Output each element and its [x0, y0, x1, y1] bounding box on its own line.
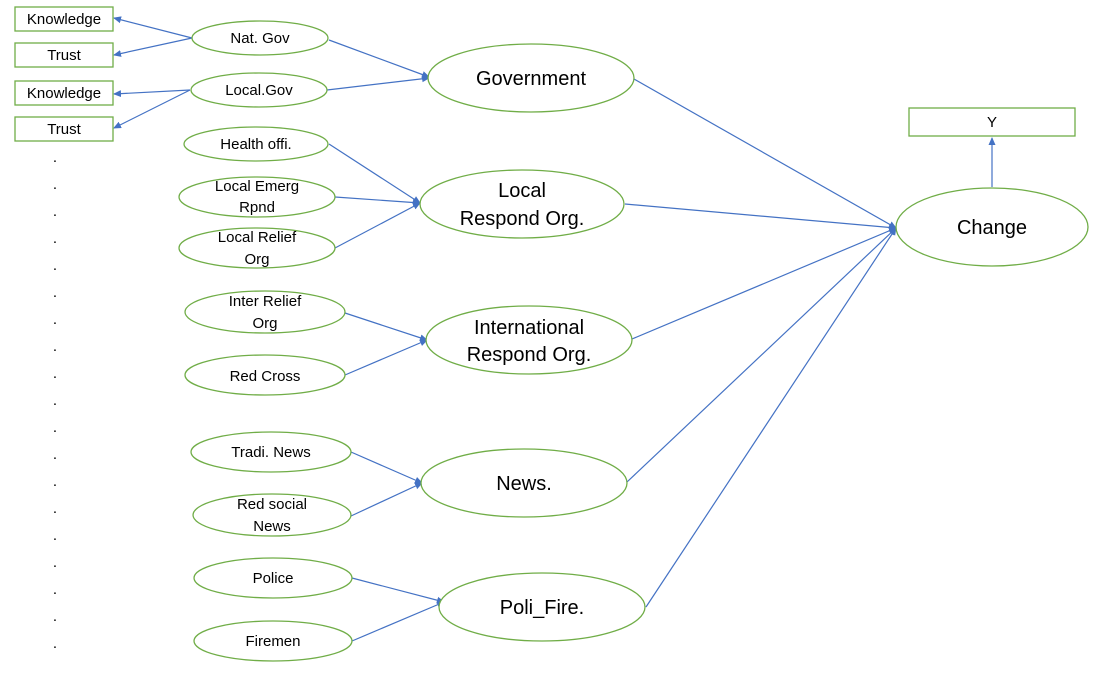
box-trust-1-label: Trust	[47, 47, 81, 64]
edge-police-polifire	[351, 577, 445, 604]
box-y: Y	[908, 107, 1076, 137]
indicator-red-social-line1: Red social	[237, 496, 307, 513]
box-knowledge-1: Knowledge	[14, 6, 114, 32]
dot: .	[53, 365, 57, 382]
indicator-local-emerg-rpnd: Local Emerg Rpnd	[178, 176, 336, 218]
factor-change-label: Change	[957, 217, 1027, 239]
indicator-health-offi: Health offi.	[183, 126, 329, 162]
dot: .	[53, 176, 57, 193]
box-knowledge-1-label: Knowledge	[27, 11, 101, 28]
box-trust-1: Trust	[14, 42, 114, 68]
factor-international-line2: Respond Org.	[467, 344, 592, 366]
edge-firemen-polifire	[351, 601, 445, 642]
factor-poli-fire: Poli_Fire.	[438, 572, 646, 642]
indicator-inter-relief-line1: Inter Relief	[229, 293, 302, 310]
indicator-red-social-line2: News	[253, 518, 291, 535]
factor-news: News.	[420, 448, 628, 518]
factor-news-label: News.	[496, 473, 552, 495]
box-knowledge-2-label: Knowledge	[27, 85, 101, 102]
factor-international-line1: International	[474, 317, 584, 339]
dot: .	[53, 257, 57, 274]
dot: .	[53, 581, 57, 598]
edge-natgov-trust	[113, 37, 193, 57]
edge-interrelief-international	[344, 312, 428, 342]
indicator-red-cross-label: Red Cross	[230, 368, 301, 385]
edge-international-change	[631, 227, 897, 340]
edge-health-localrespond	[328, 143, 421, 204]
indicator-inter-relief-line2: Org	[252, 315, 277, 332]
edge-natgov-government	[328, 39, 430, 78]
indicator-local-relief-line1: Local Relief	[218, 229, 297, 246]
edges	[113, 16, 996, 642]
ellipsis-dots: . . . . . . . . . . . . . . . . . . .	[53, 149, 57, 652]
box-trust-2: Trust	[14, 116, 114, 142]
factor-change: Change	[895, 187, 1089, 267]
indicator-inter-relief-org: Inter Relief Org	[184, 290, 346, 334]
factor-local-respond-line1: Local	[498, 180, 546, 202]
edge-tradinews-news	[350, 451, 423, 484]
edge-localrespond-change	[624, 203, 897, 231]
factor-local-respond-org: Local Respond Org.	[419, 169, 625, 239]
indicator-firemen: Firemen	[193, 620, 353, 662]
factor-poli-fire-label: Poli_Fire.	[500, 597, 584, 619]
edge-news-change	[626, 227, 897, 483]
dot: .	[53, 500, 57, 517]
box-knowledge-2: Knowledge	[14, 80, 114, 106]
factor-government: Government	[427, 43, 635, 113]
indicator-nat-gov: Nat. Gov	[191, 20, 329, 56]
indicator-local-gov: Local.Gov	[190, 72, 328, 108]
indicator-firemen-label: Firemen	[245, 633, 300, 650]
dot: .	[53, 554, 57, 571]
indicator-local-gov-label: Local.Gov	[225, 82, 293, 99]
indicator-police: Police	[193, 557, 353, 599]
edge-localgov-knowledge	[113, 89, 191, 98]
edge-polifire-change	[645, 227, 897, 608]
indicator-nat-gov-label: Nat. Gov	[230, 30, 290, 47]
indicator-local-emerg-line1: Local Emerg	[215, 178, 299, 195]
indicator-local-relief-line2: Org	[244, 251, 269, 268]
dot: .	[53, 608, 57, 625]
edge-natgov-knowledge	[113, 16, 193, 39]
indicator-red-social-news: Red social News	[192, 493, 352, 537]
dot: .	[53, 338, 57, 355]
dot: .	[53, 446, 57, 463]
edge-localemerg-localrespond	[334, 196, 421, 206]
dot: .	[53, 203, 57, 220]
factor-local-respond-line2: Respond Org.	[460, 208, 585, 230]
dot: .	[53, 311, 57, 328]
box-trust-2-label: Trust	[47, 121, 81, 138]
indicator-red-cross: Red Cross	[184, 354, 346, 396]
dot: .	[53, 392, 57, 409]
factor-government-label: Government	[476, 68, 586, 90]
dot: .	[53, 149, 57, 166]
indicator-local-relief-org: Local Relief Org	[178, 227, 336, 269]
edge-localgov-government	[326, 75, 430, 91]
factor-international-respond-org: International Respond Org.	[425, 305, 633, 375]
dot: .	[53, 419, 57, 436]
edge-government-change	[633, 78, 897, 229]
dot: .	[53, 284, 57, 301]
indicator-tradi-news-label: Tradi. News	[231, 444, 310, 461]
edge-localrelief-localrespond	[334, 202, 421, 249]
dot: .	[53, 527, 57, 544]
edge-redsocial-news	[350, 482, 423, 517]
edge-redcross-international	[344, 339, 428, 376]
dot: .	[53, 635, 57, 652]
indicator-police-label: Police	[253, 570, 294, 587]
box-y-label: Y	[987, 114, 997, 131]
dot: .	[53, 473, 57, 490]
indicator-tradi-news: Tradi. News	[190, 431, 352, 473]
dot: .	[53, 230, 57, 247]
edge-localgov-trust	[113, 89, 191, 129]
indicator-local-emerg-line2: Rpnd	[239, 199, 275, 216]
indicator-health-offi-label: Health offi.	[220, 136, 291, 153]
